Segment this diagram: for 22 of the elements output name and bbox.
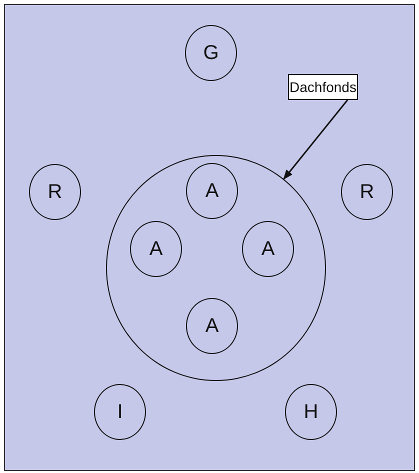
letter-circle bbox=[186, 298, 238, 354]
node-letter: R bbox=[48, 180, 62, 204]
node-letter: A bbox=[261, 238, 275, 260]
node-letter: G bbox=[203, 42, 219, 64]
letter-circle bbox=[29, 164, 81, 220]
arrow bbox=[283, 100, 348, 180]
letter-circle bbox=[185, 25, 237, 81]
letter-circle bbox=[285, 384, 337, 440]
node-letter: H bbox=[304, 400, 318, 424]
node-letter: A bbox=[149, 238, 163, 260]
node-letter: A bbox=[205, 314, 219, 338]
letter-circle bbox=[341, 164, 393, 220]
node-letter: I bbox=[117, 400, 123, 424]
letter-circle bbox=[242, 221, 294, 277]
label-box bbox=[288, 74, 358, 100]
letter-circle bbox=[94, 384, 146, 440]
node-letter: A bbox=[205, 180, 219, 202]
node-letter: R bbox=[360, 180, 374, 204]
fund-label: Dachfonds bbox=[290, 79, 356, 95]
letter-circle bbox=[186, 163, 238, 219]
large-circle bbox=[106, 155, 326, 381]
letter-circle bbox=[130, 221, 182, 277]
